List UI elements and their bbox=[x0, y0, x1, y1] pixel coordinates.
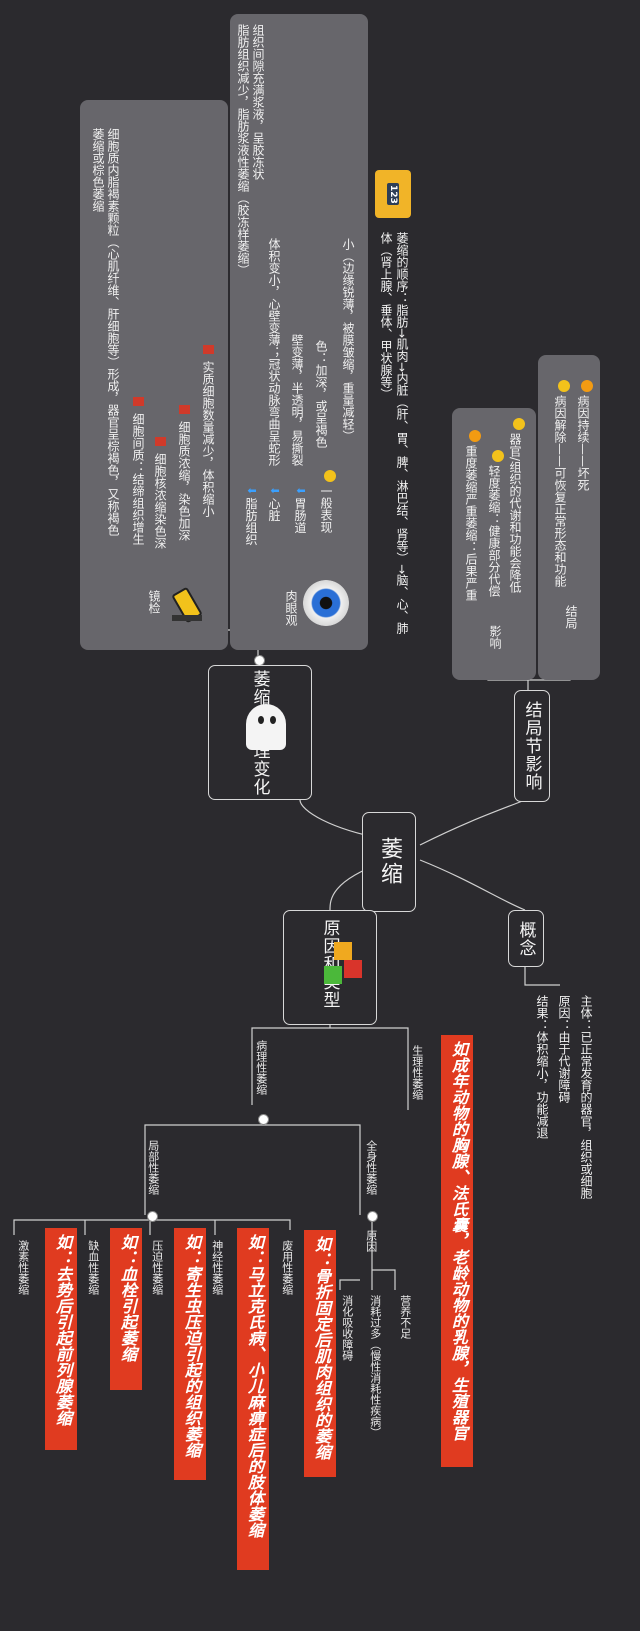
disuse-label: 废用性萎缩 bbox=[280, 1240, 294, 1295]
physio-example: 如成年动物的胸腺、法氏囊，老龄动物的乳腺，生殖器官 bbox=[441, 1035, 473, 1467]
reason-2: 消耗过多（慢性消耗性疾病） bbox=[368, 1295, 382, 1438]
visual-label: 肉眼观 bbox=[283, 590, 298, 626]
concept-item-3: 结果：体积缩小，功能减退 bbox=[534, 995, 549, 1139]
micro-m1: 实质细胞数量减少，体积缩小 bbox=[200, 345, 215, 517]
micro-label: 镜检 bbox=[146, 590, 161, 614]
concept-item-2: 原因：由于代谢障碍 bbox=[556, 995, 571, 1103]
general-label: 一般表现 bbox=[318, 470, 336, 533]
fat-label: ⬇脂肪组织 bbox=[243, 486, 258, 545]
reason-1: 营养不足 bbox=[398, 1295, 412, 1339]
small-text: 小（边缘锐薄，被膜皱缩，重量减轻） bbox=[340, 238, 355, 442]
effect-item-1: 器官/组织的代谢和功能会降低 bbox=[507, 418, 525, 593]
effect-label: 影响 bbox=[487, 625, 502, 649]
result-item-1: 病因持续——坏死 bbox=[575, 380, 593, 491]
result-item-2: 病因解除——可恢复正常形态和功能 bbox=[552, 380, 570, 587]
patho-label: 病理性萎缩 bbox=[254, 1040, 268, 1095]
ischemia-label: 缺血性萎缩 bbox=[86, 1240, 100, 1295]
neuro-example: 如：马立克氏病、小儿麻痹症后的肢体萎缩 bbox=[237, 1228, 269, 1570]
order-text: 萎缩的顺序：脂肪→肌肉→内脏（肝、胃、脾、淋巴结、肾等）→脑、心、肺 bbox=[394, 232, 409, 634]
order-badge: 123 bbox=[375, 170, 411, 218]
eye-icon bbox=[303, 580, 349, 626]
physio-label: 生理性萎缩 bbox=[410, 1045, 424, 1100]
reason-3: 消化吸收障碍 bbox=[340, 1295, 354, 1361]
press-example: 如：寄生虫压迫引起的组织萎缩 bbox=[174, 1228, 206, 1480]
ghost-icon bbox=[246, 704, 286, 750]
reason-label: 原因 bbox=[364, 1230, 378, 1252]
stomach-label: ⬇胃肠道 bbox=[292, 486, 307, 533]
collapse-toggle[interactable] bbox=[147, 1211, 158, 1222]
collapse-toggle[interactable] bbox=[258, 1114, 269, 1125]
micro-m6: 萎缩或棕色萎缩 bbox=[90, 128, 105, 212]
fat-text-2: 脂肪组织减少，脂肪浆液性萎缩（胶冻样萎缩） bbox=[235, 24, 250, 276]
effect-item-3: 重度萎缩严重萎缩：后果严重 bbox=[463, 430, 481, 601]
blocks-icon bbox=[318, 942, 366, 990]
heart-label: ⬇心脏 bbox=[266, 486, 281, 521]
effect-item-2: 轻度萎缩：健康部分代偿 bbox=[486, 450, 504, 597]
local-atrophy: 局部性萎缩 bbox=[146, 1140, 160, 1195]
micro-m5: 细胞质内脂褐素颗粒（心肌纤维、肝细胞等）形成，器官呈棕褐色，又称褐色 bbox=[105, 128, 120, 536]
concept-item-1: 主体：已正常发育的器官，组织或细胞 bbox=[578, 995, 593, 1199]
micro-m2: 细胞质浓缩，染色加深 bbox=[176, 405, 191, 541]
outcome-node[interactable]: 结局节影响 bbox=[514, 690, 550, 802]
neuro-label: 神经性萎缩 bbox=[210, 1240, 224, 1295]
collapse-toggle[interactable] bbox=[367, 1211, 378, 1222]
color-text: 色：加深，或呈褐色 bbox=[313, 340, 328, 448]
ischemia-example: 如：血栓引起萎缩 bbox=[110, 1228, 142, 1390]
concept-node[interactable]: 概念 bbox=[508, 910, 544, 967]
hormone-example: 如：去势后引起前列腺萎缩 bbox=[45, 1228, 77, 1450]
microscope-icon bbox=[168, 585, 208, 625]
hormone-label: 激素性萎缩 bbox=[16, 1240, 30, 1295]
disuse-example: 如：骨折固定后肌肉组织的萎缩 bbox=[304, 1230, 336, 1477]
center-node[interactable]: 萎缩 bbox=[362, 812, 416, 912]
result-label: 结局 bbox=[563, 605, 578, 629]
general-atrophy: 全身性萎缩 bbox=[364, 1140, 378, 1195]
stomach-text: 壁变薄，半透明，易撕裂 bbox=[289, 334, 304, 466]
heart-text: 体积变小，心壁变薄；冠状动脉弯曲呈蛇形 bbox=[266, 238, 281, 466]
press-label: 压迫性萎缩 bbox=[150, 1240, 164, 1295]
fat-text-1: 组织间隙充满浆液，呈胶冻状 bbox=[250, 24, 265, 180]
micro-m3: 细胞间质：结缔组织增生 bbox=[130, 397, 145, 545]
order-text-2: 体（肾上腺、垂体、甲状腺等） bbox=[378, 232, 393, 400]
micro-m4: 细胞核浓缩染色深 bbox=[152, 437, 167, 549]
